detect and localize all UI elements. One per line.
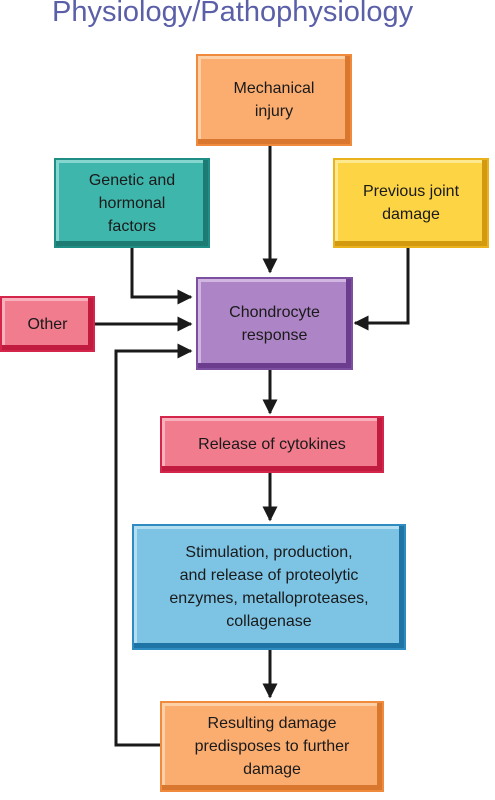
release-cytokines-box: Release of cytokines xyxy=(160,416,384,473)
mechanical-injury-label: Mechanical injury xyxy=(233,80,315,120)
other-box: Other xyxy=(0,296,95,352)
chondrocyte-response-label: Chondrocyte response xyxy=(229,303,320,344)
page-title: Physiology/Pathophysiology xyxy=(52,0,414,28)
mechanical-injury-box: Mechanical injury xyxy=(196,54,352,146)
arrow-genetic-to-chondrocyte xyxy=(130,246,193,305)
arrow-previous-to-chondrocyte xyxy=(353,246,410,331)
stimulation-box: Stimulation, production, and release of … xyxy=(132,524,406,650)
release-cytokines-label: Release of cytokines xyxy=(198,436,346,453)
resulting-damage-box: Resulting damage predisposes to further … xyxy=(160,701,384,792)
genetic-hormonal-box: Genetic and hormonal factors xyxy=(54,158,210,248)
chondrocyte-response-box: Chondrocyte response xyxy=(196,277,353,370)
genetic-hormonal-label: Genetic and hormonal factors xyxy=(88,171,176,235)
previous-joint-damage-box: Previous joint damage xyxy=(333,158,489,248)
other-label: Other xyxy=(27,315,68,333)
previous-joint-damage-label: Previous joint damage xyxy=(362,183,460,223)
arrow-damage-to-chondrocyte xyxy=(114,343,193,747)
stimulation-label: Stimulation, production, and release of … xyxy=(169,544,369,630)
resulting-damage-label: Resulting damage predisposes to further … xyxy=(194,715,350,778)
